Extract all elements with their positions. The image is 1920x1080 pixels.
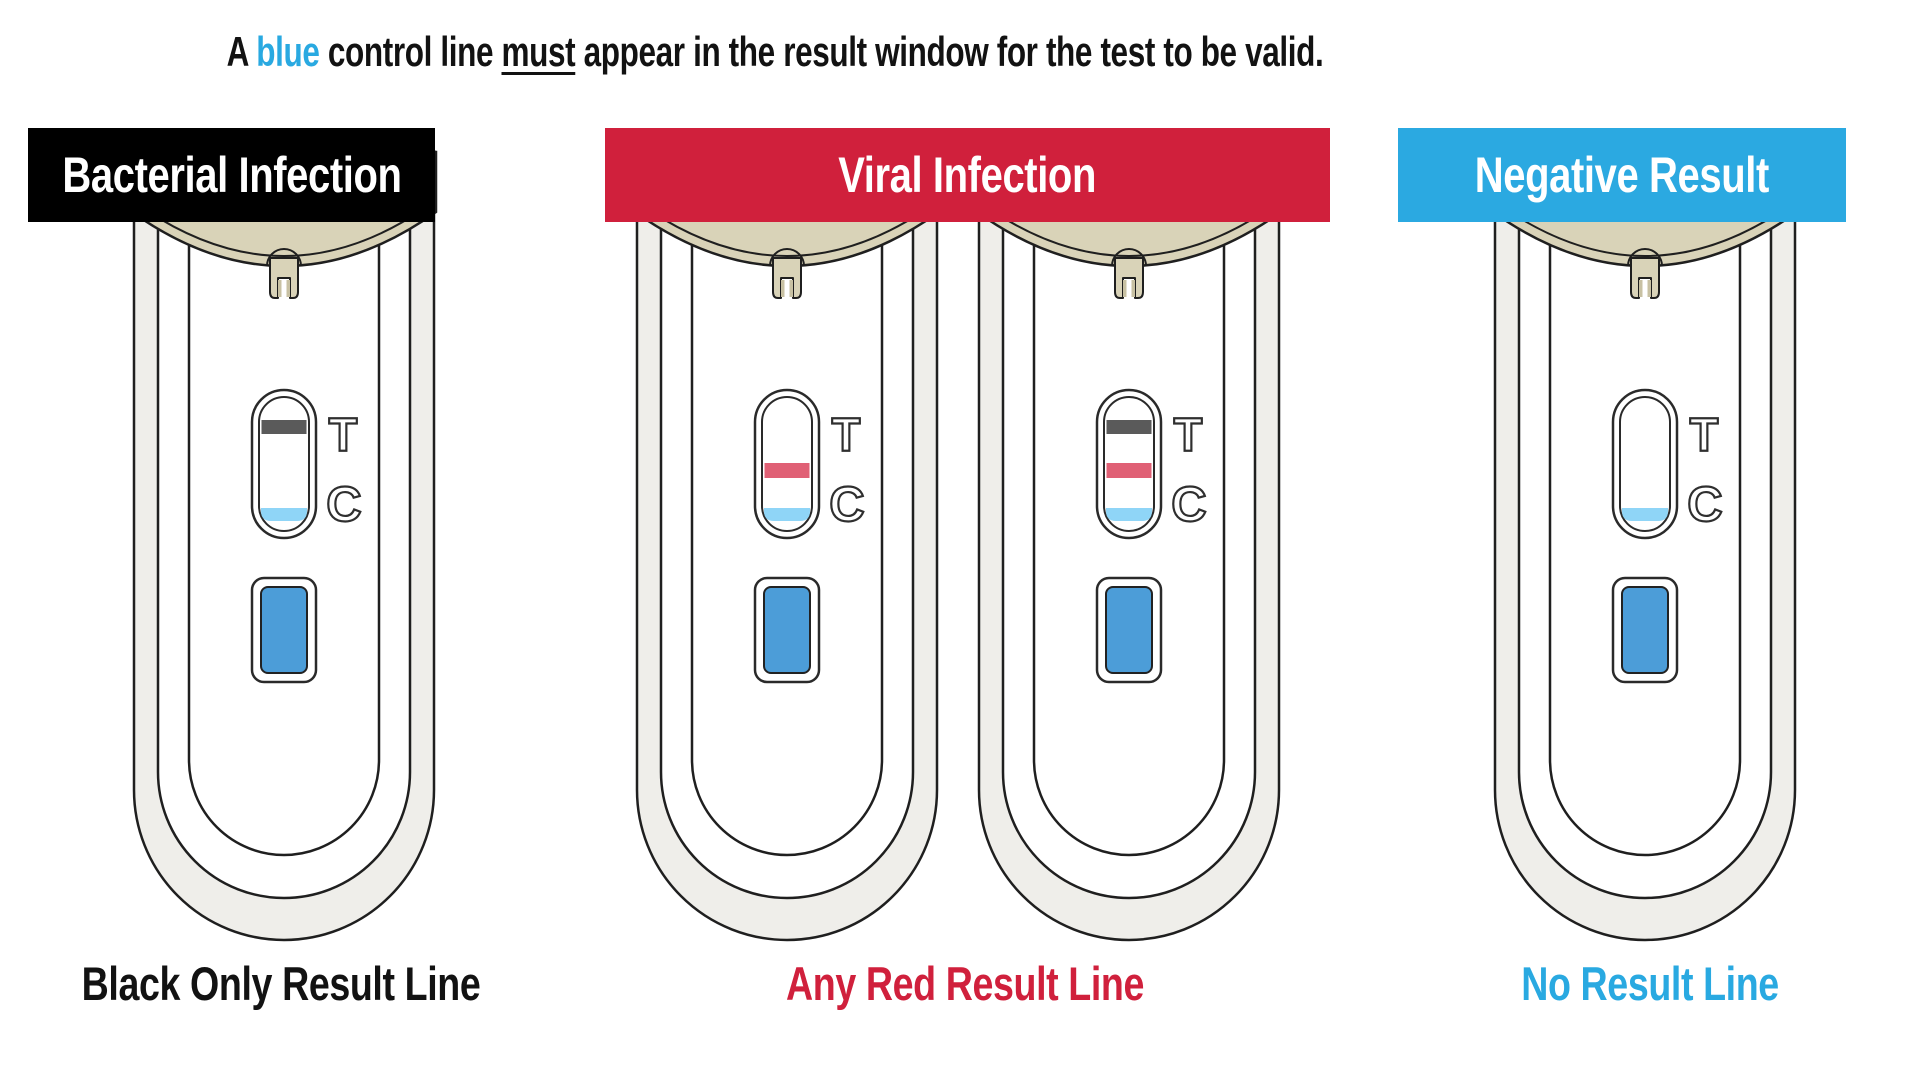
sample-well: [250, 576, 318, 684]
test-device: T C: [627, 140, 947, 970]
cap-tab-shade-left: [1639, 280, 1643, 297]
letter-t: T: [832, 408, 861, 461]
letter-t: T: [1690, 408, 1719, 461]
result-label-viral-text: Any Red Result Line: [785, 957, 1145, 1010]
header-viral-infection: Viral Infection: [605, 128, 1330, 222]
window-inner: [1619, 396, 1671, 532]
cap-tab-socket: [266, 248, 302, 267]
cap-tab: [772, 257, 802, 299]
title: A blue control line must appear in the r…: [44, 28, 1506, 76]
test-device-illustration: T C: [130, 150, 438, 942]
result-window: [1095, 388, 1163, 540]
cap-tab-socket: [1111, 248, 1147, 267]
header-bacterial-infection: Bacterial Infection: [28, 128, 435, 222]
device-body: [635, 150, 939, 942]
cap-tab: [269, 257, 299, 299]
letter-c: C: [1687, 478, 1722, 532]
letter-t: T: [329, 408, 358, 461]
cap-tab-socket: [1627, 248, 1663, 267]
result-label-bacterial-text: Black Only Result Line: [81, 957, 481, 1010]
title-segment: control line: [319, 28, 502, 75]
cap-tab-shade-right: [1131, 280, 1135, 297]
test-device-illustration: T C: [975, 150, 1283, 942]
control-line-blue: [261, 508, 307, 521]
well-inner: [1105, 586, 1153, 674]
cap-tab: [1630, 257, 1660, 299]
letter-c: C: [829, 478, 864, 532]
cap-inner-arc: [648, 209, 926, 257]
control-line-blue: [764, 508, 810, 521]
test-line-black: [261, 420, 307, 434]
letter-t: T: [1174, 408, 1203, 461]
cap-tab-shade-left: [1123, 280, 1127, 297]
result-label-negative-text: No Result Line: [1521, 957, 1779, 1010]
header-negative-result: Negative Result: [1398, 128, 1846, 222]
cap-tab-shade-left: [781, 280, 785, 297]
cap-tab-shade-right: [1647, 280, 1651, 297]
result-label-bacterial: Black Only Result Line: [32, 956, 530, 1011]
cap-tab: [1114, 257, 1144, 299]
result-window: [250, 388, 318, 540]
control-line-blue: [1622, 508, 1668, 521]
letter-c: C: [326, 478, 361, 532]
result-window: [753, 388, 821, 540]
result-label-negative: No Result Line: [1489, 956, 1811, 1011]
header-bacterial-label: Bacterial Infection: [61, 147, 402, 203]
well-inner: [1621, 586, 1669, 674]
well-inner: [763, 586, 811, 674]
test-device-illustration: T C: [633, 150, 941, 942]
test-device-illustration: T C: [1491, 150, 1799, 942]
cap-inner-arc: [145, 209, 423, 257]
result-window: [1611, 388, 1679, 540]
cap-tab-socket: [769, 248, 805, 267]
test-line-red: [1106, 463, 1152, 478]
cap-inner-arc: [1506, 209, 1784, 257]
test-device: T C: [969, 140, 1289, 970]
header-viral-label: Viral Infection: [838, 147, 1097, 203]
test-line-black: [1106, 420, 1152, 434]
cap-tab-shade-right: [286, 280, 290, 297]
well-inner: [260, 586, 308, 674]
control-line-blue: [1106, 508, 1152, 521]
title-segment: blue: [256, 28, 320, 75]
title-text: A blue control line must appear in the r…: [227, 28, 1324, 76]
sample-well: [1611, 576, 1679, 684]
result-label-viral: Any Red Result Line: [741, 956, 1189, 1011]
sample-well: [1095, 576, 1163, 684]
cap-tab-shade-left: [278, 280, 282, 297]
test-device: T C: [124, 140, 444, 970]
letter-c: C: [1171, 478, 1206, 532]
title-segment: must: [501, 28, 576, 75]
title-segment: appear in the result window for the test…: [575, 28, 1324, 75]
title-segment: A: [226, 28, 257, 75]
header-negative-label: Negative Result: [1474, 147, 1770, 203]
sample-well: [753, 576, 821, 684]
test-line-red: [764, 463, 810, 478]
test-device: T C: [1485, 140, 1805, 970]
cap-tab-shade-right: [789, 280, 793, 297]
cap-inner-arc: [990, 209, 1268, 257]
